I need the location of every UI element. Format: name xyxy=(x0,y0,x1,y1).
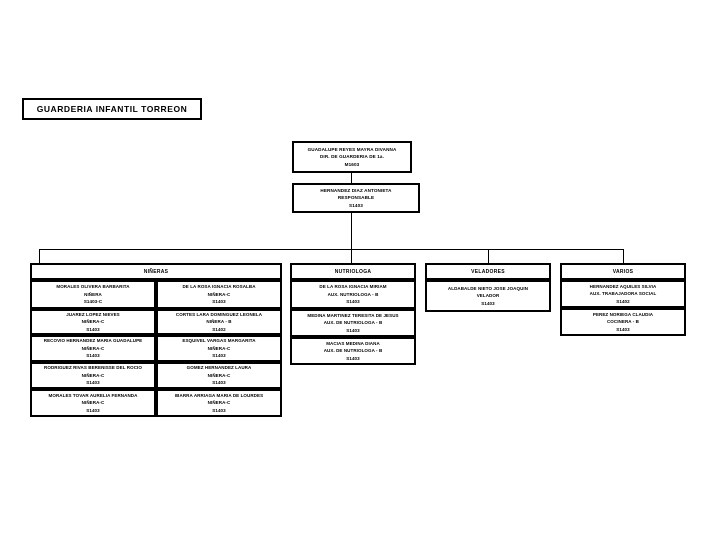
group-header-label: VARIOS xyxy=(612,268,634,275)
member-name: MEDINA MARTINEZ TERESITA DE JESUS xyxy=(307,312,399,318)
connector-drop-nineras xyxy=(39,249,40,263)
member-role: NIÑERA - B xyxy=(206,319,232,325)
member-cell: ESQUIVEL VARGAS MARGARITA NIÑERA-C S1403 xyxy=(156,335,282,362)
member-role: VELADOR xyxy=(476,293,500,299)
member-cell: PEREZ NORIEGA CLAUDIA COCINERA - B S1403 xyxy=(560,308,686,336)
member-role: NIÑERA-C xyxy=(81,319,105,325)
member-name: DE LA ROSA IGNACIA MIRIAM xyxy=(319,284,387,290)
member-name: PEREZ NORIEGA CLAUDIA xyxy=(592,311,654,317)
member-cell: MEDINA MARTINEZ TERESITA DE JESUS AUX. D… xyxy=(290,309,416,337)
member-cell: MORALES TOVAR AURELIA FERNANDA NIÑERA-C … xyxy=(30,389,156,417)
member-cell: RECOVIO HERNANDEZ MARIA GUADALUPE NIÑERA… xyxy=(30,335,156,362)
member-code: S1403 xyxy=(86,353,100,359)
member-name: JUAREZ LOPEZ NIEVES xyxy=(66,311,120,317)
node-line: GUADALUPE REYES MAYRA DIVANNA xyxy=(307,147,397,153)
connector-responsable-bus xyxy=(351,213,352,249)
member-name: RODRIGUEZ RIVAS BERENISSE DEL ROCIO xyxy=(44,365,142,371)
member-code: S1402 xyxy=(212,326,226,332)
member-role: NIÑERA xyxy=(84,291,102,297)
member-role: AUX. TRABAJADORA SOCIAL xyxy=(589,291,657,297)
chart-title-box: GUARDERIA INFANTIL TORREON xyxy=(22,98,202,120)
node-director: GUADALUPE REYES MAYRA DIVANNA DIR. DE GU… xyxy=(292,141,412,173)
member-cell: CORTES LARA DOMINGUEZ LEONELA NIÑERA - B… xyxy=(156,309,282,335)
member-code: S1403 xyxy=(212,380,226,386)
member-name: GOMEZ HERNANDEZ LAURA xyxy=(186,365,252,371)
member-cell: DE LA ROSA IGNACIA ROSALBA NIÑERA-C S140… xyxy=(156,280,282,309)
member-cell: GOMEZ HERNANDEZ LAURA NIÑERA-C S1403 xyxy=(156,362,282,389)
member-name: DE LA ROSA IGNACIA ROSALBA xyxy=(182,284,256,290)
member-cell: JUAREZ LOPEZ NIEVES NIÑERA-C S1403 xyxy=(30,309,156,335)
group-header-label: VELADORES xyxy=(471,268,505,275)
member-name: RECOVIO HERNANDEZ MARIA GUADALUPE xyxy=(43,338,143,344)
member-name: CORTES LARA DOMINGUEZ LEONELA xyxy=(175,311,263,317)
member-code: S1403 xyxy=(346,299,360,305)
node-line: DIR. DE GUARDERIA DE 1a. xyxy=(320,154,384,160)
member-code: S1403 xyxy=(86,380,100,386)
member-role: NIÑERA-C xyxy=(207,400,231,406)
member-role: NIÑERA-C xyxy=(207,372,231,378)
node-line: HERNANDEZ DIAZ ANTONIETA xyxy=(320,188,392,194)
node-line: RESPONSABLE xyxy=(337,195,375,201)
member-role: AUX. NUTRIOLOGA - B xyxy=(327,291,379,297)
group-header-nineras: NIÑERAS xyxy=(30,263,282,280)
node-responsable: HERNANDEZ DIAZ ANTONIETA RESPONSABLE S14… xyxy=(292,183,420,213)
member-role: COCINERA - B xyxy=(606,319,640,325)
member-role: NIÑERA-C xyxy=(81,372,105,378)
member-code: S1403 xyxy=(86,407,100,413)
member-name: ESQUIVEL VARGAS MARGARITA xyxy=(182,338,256,344)
member-role: NIÑERA-C xyxy=(207,291,231,297)
member-cell: MORALES OLIVERA BARBARITA NIÑERA S1403-C xyxy=(30,280,156,309)
connector-drop-veladores xyxy=(488,249,489,263)
member-code: S1403 xyxy=(212,299,226,305)
member-name: HERNANDEZ AQUILES SILVIA xyxy=(589,283,657,289)
member-role: AUX. DE NUTRIOLOGA - B xyxy=(323,320,383,326)
connector-drop-varios xyxy=(623,249,624,263)
node-line: M1603 xyxy=(344,161,360,167)
member-role: AUX. DE NUTRIOLOGA - B xyxy=(323,348,383,354)
chart-title-label: GUARDERIA INFANTIL TORREON xyxy=(36,104,188,114)
connector-director-responsable xyxy=(351,173,352,183)
member-name: MACIAS MEDINA DIANA xyxy=(326,340,380,346)
group-header-nutriologa: NUTRIOLOGA xyxy=(290,263,416,280)
group-header-veladores: VELADORES xyxy=(425,263,551,280)
member-code: S1403-C xyxy=(83,299,103,305)
member-code: S1402 xyxy=(616,298,630,304)
member-name: IBARRA ARRIAGA MARIA DE LOURDES xyxy=(174,392,264,398)
group-header-varios: VARIOS xyxy=(560,263,686,280)
member-role: NIÑERA-C xyxy=(81,400,105,406)
member-cell: HERNANDEZ AQUILES SILVIA AUX. TRABAJADOR… xyxy=(560,280,686,308)
member-code: S1403 xyxy=(346,327,360,333)
member-cell: MACIAS MEDINA DIANA AUX. DE NUTRIOLOGA -… xyxy=(290,337,416,365)
member-cell: ALDABALDE NIETO JOSE JOAQUIN VELADOR S14… xyxy=(425,280,551,312)
member-code: S1403 xyxy=(212,353,226,359)
node-line: S1403 xyxy=(349,202,363,208)
member-code: S1403 xyxy=(616,326,630,332)
connector-bus xyxy=(39,249,623,250)
member-code: S1403 xyxy=(212,407,226,413)
member-role: NIÑERA-C xyxy=(81,345,105,351)
member-cell: DE LA ROSA IGNACIA MIRIAM AUX. NUTRIOLOG… xyxy=(290,280,416,309)
member-code: S1403 xyxy=(86,326,100,332)
member-name: ALDABALDE NIETO JOSE JOAQUIN xyxy=(447,285,529,291)
member-role: NIÑERA-C xyxy=(207,345,231,351)
member-code: S1403 xyxy=(346,355,360,361)
group-header-label: NIÑERAS xyxy=(143,268,169,275)
member-cell: IBARRA ARRIAGA MARIA DE LOURDES NIÑERA-C… xyxy=(156,389,282,417)
member-code: S1403 xyxy=(481,300,495,306)
member-name: MORALES TOVAR AURELIA FERNANDA xyxy=(48,392,138,398)
member-cell: RODRIGUEZ RIVAS BERENISSE DEL ROCIO NIÑE… xyxy=(30,362,156,389)
member-name: MORALES OLIVERA BARBARITA xyxy=(56,284,130,290)
connector-drop-nutriologa xyxy=(351,249,352,263)
group-header-label: NUTRIOLOGA xyxy=(334,268,372,275)
